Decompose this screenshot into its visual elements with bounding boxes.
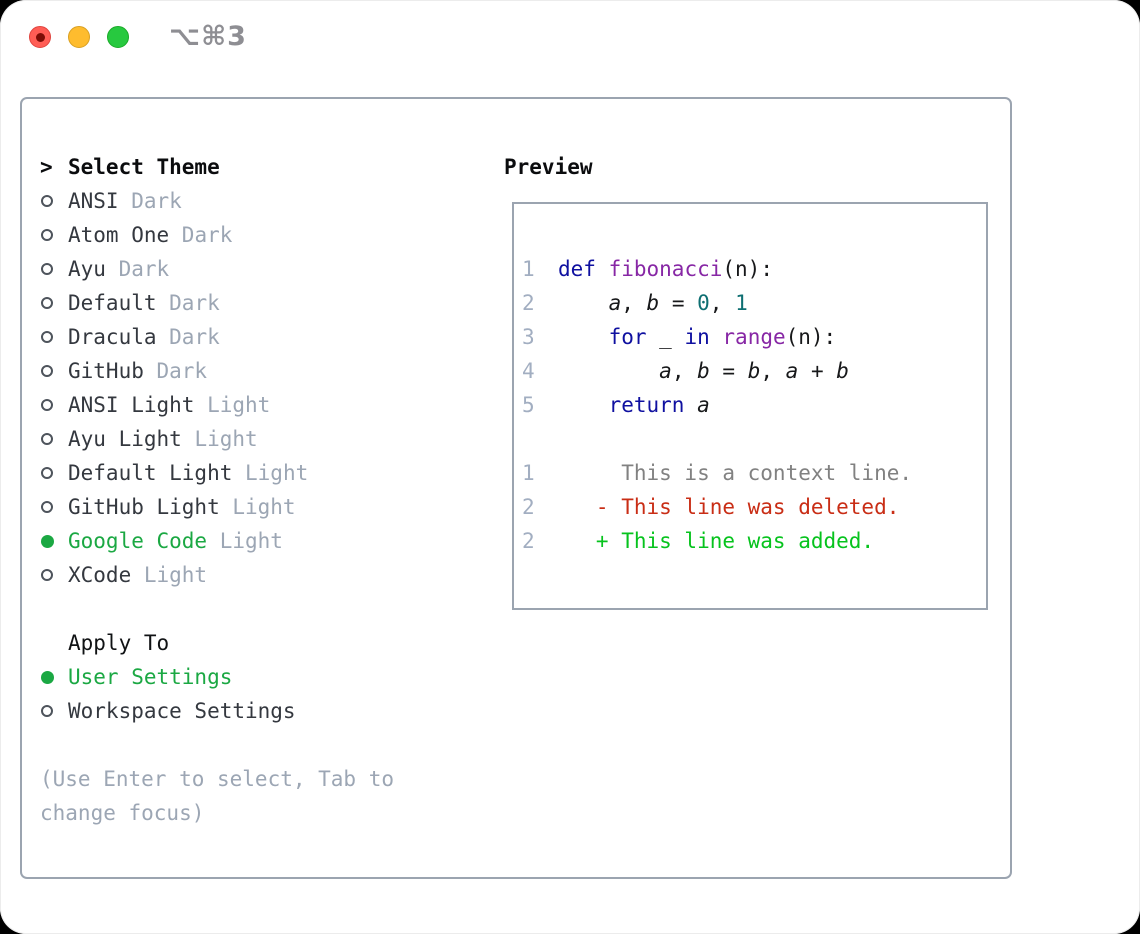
theme-item-name: XCode bbox=[68, 563, 132, 587]
code-line: 2 - This line was deleted. bbox=[522, 495, 900, 519]
theme-item[interactable]: Dracula Dark bbox=[40, 320, 394, 354]
radio-icon bbox=[40, 399, 68, 411]
theme-item[interactable]: Default Dark bbox=[40, 286, 394, 320]
apply-to-title: Apply To bbox=[68, 631, 170, 655]
radio-icon bbox=[40, 297, 68, 309]
titlebar: ⌥⌘3 bbox=[29, 21, 247, 52]
apply-to-header-row: Apply To bbox=[40, 626, 394, 660]
select-theme-header-row: > Select Theme bbox=[40, 150, 394, 184]
line-number: 2 bbox=[522, 291, 535, 315]
theme-item-variant: Dark bbox=[156, 291, 220, 315]
radio-icon bbox=[40, 331, 68, 343]
preview-title: Preview bbox=[504, 155, 593, 179]
theme-item-variant: Dark bbox=[105, 257, 170, 281]
theme-item-name: Ayu bbox=[68, 257, 106, 281]
code-line: 2 a, b = 0, 1 bbox=[522, 291, 748, 315]
theme-item-name: GitHub bbox=[68, 359, 144, 383]
code-line bbox=[522, 422, 986, 456]
code-line: 5 return a bbox=[522, 393, 710, 417]
select-theme-title: Select Theme bbox=[68, 155, 220, 179]
line-number: 3 bbox=[522, 325, 535, 349]
line-number: 2 bbox=[522, 495, 535, 519]
cursor-icon: > bbox=[40, 155, 53, 179]
theme-item-variant: Dark bbox=[143, 359, 208, 383]
theme-item-variant: Light bbox=[219, 495, 296, 519]
theme-item[interactable]: Default Light Light bbox=[40, 456, 394, 490]
code-line: 2 + This line was added. bbox=[522, 529, 875, 553]
theme-item[interactable]: Atom One Dark bbox=[40, 218, 394, 252]
code-line: 3 for _ in range(n): bbox=[522, 325, 837, 349]
line-number: 4 bbox=[522, 359, 535, 383]
apply-to-option[interactable]: Workspace Settings bbox=[40, 694, 394, 728]
theme-item-variant: Light bbox=[232, 461, 309, 485]
preview-header-row: Preview bbox=[504, 150, 593, 184]
help-text: (Use Enter to select, Tab to change focus… bbox=[40, 762, 394, 830]
code-line: 1 This is a context line. bbox=[522, 461, 913, 485]
theme-item-name: ANSI Light bbox=[68, 393, 195, 417]
maximize-button[interactable] bbox=[107, 26, 129, 48]
apply-to-label: User Settings bbox=[68, 665, 233, 689]
radio-icon bbox=[40, 467, 68, 479]
theme-item-name: Google Code bbox=[68, 529, 208, 553]
window-title-shortcut: ⌥⌘3 bbox=[169, 21, 247, 52]
code-line: 4 a, b = b, a + b bbox=[522, 359, 849, 383]
theme-item-variant: Dark bbox=[118, 189, 182, 213]
theme-item[interactable]: Ayu Dark bbox=[40, 252, 394, 286]
theme-item-name: Dracula bbox=[68, 325, 157, 349]
theme-item-name: Default Light bbox=[68, 461, 233, 485]
theme-item-name: ANSI bbox=[68, 189, 119, 213]
minimize-button[interactable] bbox=[68, 26, 90, 48]
radio-icon bbox=[40, 433, 68, 445]
radio-icon bbox=[40, 705, 68, 717]
theme-item-name: Atom One bbox=[68, 223, 170, 247]
theme-item-variant: Light bbox=[181, 427, 258, 451]
apply-to-option[interactable]: User Settings bbox=[40, 660, 394, 694]
theme-item[interactable]: Google Code Light bbox=[40, 524, 394, 558]
theme-item-variant: Light bbox=[207, 529, 283, 553]
radio-icon bbox=[40, 365, 68, 377]
line-number: 2 bbox=[522, 529, 535, 553]
theme-item-variant: Dark bbox=[169, 223, 233, 247]
theme-item-variant: Dark bbox=[156, 325, 220, 349]
theme-item-variant: Light bbox=[194, 393, 271, 417]
theme-item-name: Default bbox=[68, 291, 157, 315]
radio-icon bbox=[40, 569, 68, 581]
selected-radio-icon bbox=[40, 670, 68, 684]
theme-item[interactable]: GitHub Light Light bbox=[40, 490, 394, 524]
line-number: 1 bbox=[522, 257, 535, 281]
close-button[interactable] bbox=[29, 26, 51, 48]
radio-icon bbox=[40, 501, 68, 513]
radio-icon bbox=[40, 229, 68, 241]
theme-item-name: Ayu Light bbox=[68, 427, 182, 451]
theme-item-variant: Light bbox=[131, 563, 208, 587]
theme-item[interactable]: ANSI Dark bbox=[40, 184, 394, 218]
radio-icon bbox=[40, 263, 68, 275]
help-line: change focus) bbox=[40, 801, 205, 825]
line-number: 5 bbox=[522, 393, 535, 417]
selected-radio-icon bbox=[40, 534, 68, 548]
record-dot-icon bbox=[35, 32, 45, 42]
theme-item[interactable]: Ayu Light Light bbox=[40, 422, 394, 456]
line-number: 1 bbox=[522, 461, 535, 485]
apply-to-label: Workspace Settings bbox=[68, 699, 296, 723]
radio-icon bbox=[40, 195, 68, 207]
theme-item[interactable]: XCode Light bbox=[40, 558, 394, 592]
theme-item[interactable]: GitHub Dark bbox=[40, 354, 394, 388]
theme-item[interactable]: ANSI Light Light bbox=[40, 388, 394, 422]
help-line: (Use Enter to select, Tab to bbox=[40, 767, 395, 791]
theme-item-name: GitHub Light bbox=[68, 495, 220, 519]
